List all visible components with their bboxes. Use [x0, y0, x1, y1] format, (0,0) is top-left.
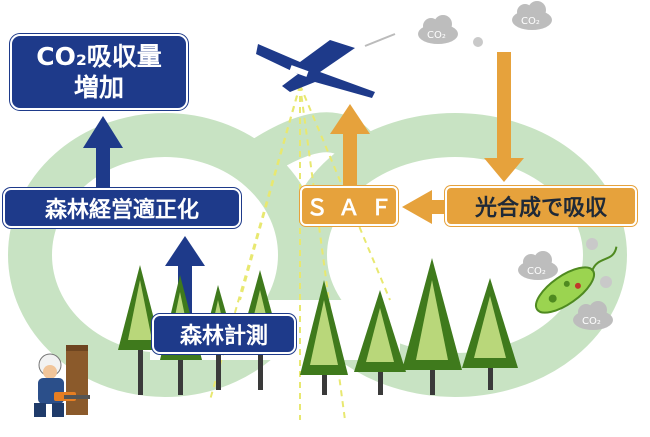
cloud-label: CO₂	[427, 30, 446, 41]
algae-cell-icon	[535, 246, 618, 314]
cloud-icon: CO₂ CO₂ CO₂ CO₂	[418, 1, 613, 330]
photosynthesis-box: 光合成で吸収	[445, 186, 637, 226]
saf-label: ＳＡＦ	[306, 196, 403, 221]
cloud-label: CO₂	[521, 16, 540, 27]
forest-measurement-box: 森林計測	[152, 314, 296, 354]
photosynthesis-label: 光合成で吸収	[474, 196, 607, 221]
orange-arrows	[330, 52, 524, 224]
cloud-label: CO₂	[527, 266, 546, 277]
cloud-label: CO₂	[582, 316, 601, 327]
saf-box: ＳＡＦ	[300, 186, 398, 226]
airplane-icon	[256, 33, 396, 98]
co2-absorption-increase-box: CO₂吸収量 増加	[10, 34, 188, 110]
forest-measurement-label: 森林計測	[179, 324, 268, 349]
result-label-line1: CO₂吸収量	[36, 42, 162, 71]
forest-management-box: 森林経営適正化	[3, 188, 241, 228]
scan-lines	[209, 84, 391, 421]
worker-with-chainsaw-icon	[34, 345, 90, 417]
result-label-line2: 増加	[73, 73, 124, 102]
forest-management-label: 森林経営適正化	[44, 198, 199, 223]
